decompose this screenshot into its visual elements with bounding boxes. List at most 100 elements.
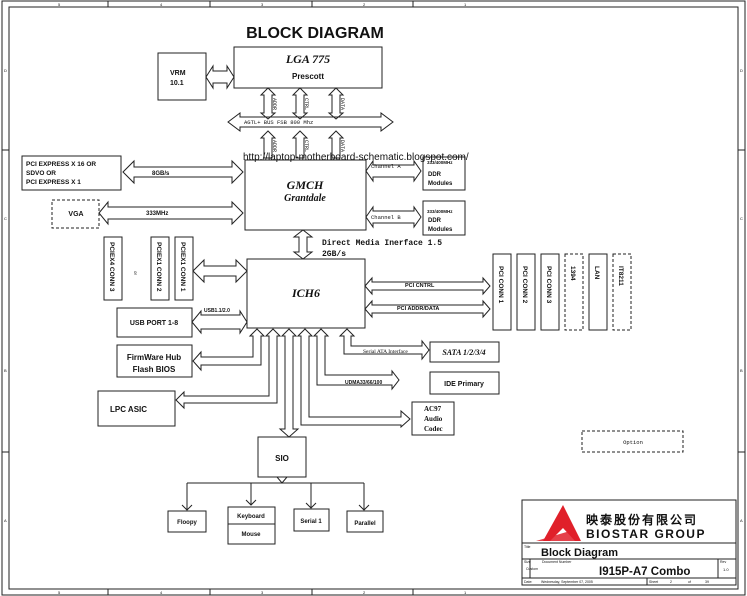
ac97-block[interactable]: AC97 Audio Codec — [411, 401, 455, 436]
pcie-slot[interactable] — [174, 236, 194, 301]
pci-slots: PCI CONN 1 PCI CONN 2 PCI CONN 3 1394 LA… — [492, 253, 632, 331]
or-label: or — [133, 271, 138, 276]
pcie-graphics-block[interactable]: PCI EXPRESS X 16 OR SDVO OR PCI EXPRESS … — [21, 155, 122, 191]
pcie-gfx-line: PCI EXPRESS X 1 — [26, 179, 81, 186]
ac97-audio-label: Audio — [424, 415, 443, 423]
optional-slot[interactable] — [588, 253, 608, 331]
ddr-a-modules: Modules — [428, 181, 453, 187]
col-label: 3 — [261, 590, 264, 595]
lan-slot-label: LAN — [593, 266, 600, 280]
sheet-field-label: Sheet — [649, 580, 658, 584]
fsb-addr-label: ADDR — [271, 140, 277, 152]
pci-addr-data-arrow — [364, 299, 491, 319]
fsb-ctrl-label: CTRL — [303, 98, 309, 110]
row-label: C — [4, 216, 7, 221]
pci-slot[interactable] — [516, 253, 536, 331]
gmch-block[interactable]: GMCH Grantdale — [244, 159, 367, 231]
sata-label: SATA 1/2/3/4 — [442, 348, 485, 357]
rev-field-label: Rev — [720, 560, 726, 564]
serial-label: Serial 1 — [300, 519, 322, 525]
ide-block[interactable]: IDE Primary — [429, 371, 500, 395]
ide-bus-label: UDMA33/66/100 — [345, 380, 382, 386]
pci-slot[interactable] — [540, 253, 560, 331]
fsb-bus-label: AGTL+ BUS FSB 800 Mhz — [244, 119, 313, 126]
firmware-hub-block[interactable]: FirmWare Hub Flash BIOS — [116, 344, 193, 378]
ddr-a-block[interactable]: 333/400MHz DDR Modules — [422, 156, 466, 191]
parallel-block[interactable]: Parallel — [346, 510, 384, 533]
sheet-title: Block Diagram — [541, 547, 618, 559]
title-block: 映泰股份有限公司 BIOSTAR GROUP Title Block Diagr… — [521, 499, 737, 586]
vga-block[interactable]: VGA — [51, 199, 100, 229]
dmi-label: Direct Media Inerface 1.5 — [322, 239, 442, 248]
sio-tree — [181, 476, 370, 511]
keyboard-label: Keyboard — [237, 514, 265, 520]
keyboard-mouse-block[interactable]: Keyboard Mouse — [227, 506, 276, 545]
sata-block[interactable]: SATA 1/2/3/4 — [429, 341, 500, 363]
watermark-url[interactable]: http://laptop-motherboard-schematic.blog… — [243, 152, 469, 163]
title-field-label: Title — [524, 545, 531, 549]
usb-bus-label: USB1.1/2.0 — [204, 308, 230, 314]
lpc-asic-block[interactable]: LPC ASIC — [97, 390, 176, 427]
ddr-b-modules: Modules — [428, 227, 453, 233]
channel-b-arrow — [365, 205, 422, 229]
pcie-ich-arrow — [192, 258, 248, 284]
col-label: 2 — [363, 2, 366, 7]
floppy-block[interactable]: Floopy — [167, 510, 207, 533]
lpc-asic-label: LPC ASIC — [110, 405, 147, 414]
pcie-slot[interactable] — [150, 236, 170, 301]
serial-block[interactable]: Serial 1 — [293, 508, 330, 532]
ich6-label: ICH6 — [291, 286, 320, 300]
ac97-label: AC97 — [424, 405, 442, 413]
floppy-label: Floopy — [177, 520, 197, 526]
fwh-bios-label: Flash BIOS — [133, 365, 176, 374]
ddr-a-type: DDR — [428, 172, 442, 178]
vrm-block[interactable]: VRM 10.1 — [157, 52, 207, 101]
cpu-block[interactable]: LGA 775 Prescott — [233, 46, 383, 89]
pcie-slot[interactable] — [103, 236, 123, 301]
channel-a-arrow — [365, 159, 422, 183]
gmch-label: GMCH — [287, 178, 324, 192]
row-label: B — [4, 368, 7, 373]
pcie-slots: PCIEX4 CONN 3 PCIEX1 CONN 2 PCIEX1 CONN … — [103, 236, 194, 301]
pcie-slot-label: PCIEX4 CONN 3 — [108, 242, 115, 292]
size-value: Custom — [526, 567, 538, 571]
date-field-label: Date: — [524, 580, 532, 584]
pci-cntrl-arrow — [364, 276, 491, 296]
option-block[interactable]: Option — [581, 430, 684, 453]
it8211-slot-label: IT8211 — [617, 266, 624, 286]
usb-block[interactable]: USB PORT 1-8 — [116, 307, 193, 338]
sio-block[interactable]: SIO — [257, 436, 307, 478]
parallel-label: Parallel — [354, 521, 376, 527]
row-label: D — [740, 68, 743, 73]
sheet-number: 2 — [670, 580, 672, 584]
fsb-bus-arrow — [227, 112, 394, 132]
optional-slot[interactable] — [612, 253, 632, 331]
fsb-data-label: DATA — [339, 98, 345, 110]
row-label: A — [4, 518, 7, 523]
fsb-addr-label: ADDR — [271, 98, 277, 110]
option-label: Option — [623, 439, 643, 446]
row-label: C — [740, 216, 743, 221]
col-label: 2 — [363, 590, 366, 595]
channel-a-label: Channel A — [371, 163, 401, 170]
date-value: Wednesday, September 07, 2005 — [541, 580, 593, 584]
pci-addr-data-label: PCI ADDR/DATA — [397, 306, 439, 312]
pci-slot[interactable] — [492, 253, 512, 331]
optional-slot[interactable] — [564, 253, 584, 331]
ich6-block[interactable]: ICH6 — [246, 258, 366, 329]
size-field-label: Size — [524, 560, 531, 564]
pcie-slot-label: PCIEX1 CONN 2 — [155, 242, 162, 292]
row-label: A — [740, 518, 743, 523]
vrm-label: VRM — [170, 70, 186, 77]
pci-cntrl-label: PCI CNTRL — [405, 283, 435, 289]
ddr-b-block[interactable]: 333/400MHz DDR Modules — [422, 200, 466, 236]
document-number: I915P-A7 Combo — [599, 566, 690, 578]
fsb-upper-arrows: ADDR CTRL DATA — [259, 87, 345, 120]
company-name-cn: 映泰股份有限公司 — [586, 512, 698, 527]
col-label: 4 — [160, 590, 163, 595]
fsb-lower-arrows: ADDR CTRL DATA — [259, 130, 345, 159]
vga-bus-label: 333MHz — [146, 211, 168, 217]
col-label: 1 — [464, 590, 467, 595]
